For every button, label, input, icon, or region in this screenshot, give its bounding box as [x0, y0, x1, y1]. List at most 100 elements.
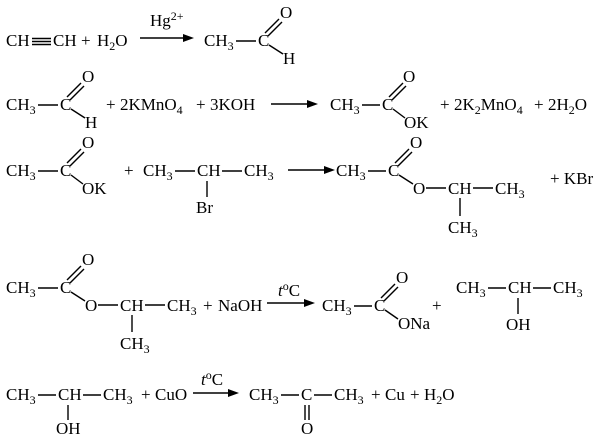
ester-ch3: CH3: [336, 161, 366, 183]
double-bond-b: [397, 151, 413, 167]
isopropyl-ch3-bottom: CH3: [120, 334, 150, 356]
oxygen-atom: O: [396, 268, 408, 287]
isopropyl-ch3-bottom: CH3: [448, 218, 478, 240]
water-h: H2O: [97, 31, 128, 53]
reaction-1: CH CH + H2O Hg2+ CH3 C O H: [6, 3, 295, 68]
double-bond-a: [66, 148, 82, 164]
oxygen-atom: O: [82, 133, 94, 152]
reaction-2: CH3 C O H + 2KMnO4 + 3KOH CH3 C O OK + 2…: [6, 67, 587, 132]
k2mno4: 2K2MnO4: [454, 95, 523, 117]
sodium-acetate-ch3: CH3: [322, 296, 352, 318]
plus-sign: +: [410, 385, 420, 404]
cuo: CuO: [155, 385, 187, 404]
isopropyl-ch: CH: [448, 179, 472, 198]
isopropanol-ch3-left: CH3: [456, 278, 486, 300]
plus-sign: +: [196, 95, 206, 114]
isopropanol-ch3-right: CH3: [553, 278, 583, 300]
kmno4: 2KMnO4: [120, 95, 183, 117]
koh: 3KOH: [210, 95, 255, 114]
arrowhead-5: [228, 389, 239, 397]
carboxyl-c: C: [60, 161, 71, 180]
double-bond-b: [69, 85, 85, 101]
bond-c-h: [268, 44, 284, 55]
oxygen-atom: O: [280, 3, 292, 22]
acetaldehyde-ch3: CH3: [6, 95, 36, 117]
hydrogen-atom: H: [283, 49, 295, 68]
acetone-c: C: [301, 385, 312, 404]
isopropyl-ch3-right: CH3: [167, 296, 197, 318]
arrowhead-1: [183, 34, 194, 42]
double-bond-a: [388, 82, 404, 98]
bond-c-o: [70, 291, 86, 302]
acetylene-ch-right: CH: [53, 31, 77, 50]
bromopropane-ch3-right: CH3: [244, 161, 274, 183]
bond-c-ok: [70, 174, 84, 185]
hydrogen-atom: H: [85, 113, 97, 132]
ester-c: C: [60, 278, 71, 297]
plus-sign: +: [81, 31, 91, 50]
ok-group: OK: [82, 179, 107, 198]
hydroxyl-group: OH: [506, 315, 531, 334]
reaction-5: CH3 CH CH3 OH + CuO toC CH3 C CH3 O + Cu…: [6, 368, 455, 437]
ester-ch3: CH3: [6, 278, 36, 300]
plus-sign: +: [124, 161, 134, 180]
bromopropane-ch3-left: CH3: [143, 161, 173, 183]
bromine-atom: Br: [196, 198, 213, 217]
carboxyl-c: C: [374, 296, 385, 315]
oxygen-atom: O: [403, 67, 415, 86]
hydroxyl-group: OH: [56, 419, 81, 437]
bond-c-ok: [392, 108, 406, 119]
double-bond-1b: [267, 21, 283, 37]
bond-c-h: [70, 108, 86, 119]
arrowhead-4: [304, 299, 315, 307]
plus-sign: +: [371, 385, 381, 404]
double-bond-a: [66, 265, 82, 281]
arrowhead-2: [307, 100, 318, 108]
double-bond-a: [380, 283, 396, 299]
isopropanol-ch: CH: [58, 385, 82, 404]
carbonyl-c: C: [60, 95, 71, 114]
plus-sign: +: [534, 95, 544, 114]
plus-sign: +: [203, 296, 213, 315]
bond-c-o: [398, 174, 414, 185]
isopropyl-ch3-right: CH3: [495, 179, 525, 201]
ester-oxygen: O: [413, 179, 425, 198]
double-bond-1a: [264, 18, 280, 34]
ester-oxygen: O: [85, 296, 97, 315]
ok-group: OK: [404, 113, 429, 132]
double-bond-b: [391, 85, 407, 101]
plus-sign: +: [106, 95, 116, 114]
ester-c: C: [388, 161, 399, 180]
plus-sign: +: [141, 385, 151, 404]
acetone-ch3-left: CH3: [249, 385, 279, 407]
acetaldehyde-ch3: CH3: [204, 31, 234, 53]
isopropanol-ch: CH: [508, 278, 532, 297]
water: H2O: [424, 385, 455, 407]
ona-group: ONa: [398, 314, 431, 333]
carbonyl-oxygen: O: [82, 250, 94, 269]
carboxyl-c: C: [382, 95, 393, 114]
isopropanol-ch3-right: CH3: [103, 385, 133, 407]
reaction-4: CH3 C O O CH CH3 CH3 + NaOH toC CH3 C O …: [6, 250, 583, 356]
bond-c-ona: [384, 309, 399, 320]
bromopropane-ch: CH: [197, 161, 221, 180]
reaction-3: CH3 C O OK + CH3 CH CH3 Br CH3 C O O CH …: [6, 133, 593, 240]
isopropanol-ch3-left: CH3: [6, 385, 36, 407]
isopropyl-ch: CH: [120, 296, 144, 315]
naoh: NaOH: [218, 296, 262, 315]
potassium-acetate-ch3: CH3: [6, 161, 36, 183]
plus-sign: +: [440, 95, 450, 114]
acetylene-ch-left: CH: [6, 31, 30, 50]
carbonyl-c: C: [258, 31, 269, 50]
temperature-condition: toC: [201, 368, 223, 389]
arrowhead-3: [324, 166, 335, 174]
double-bond-b: [69, 268, 85, 284]
kbr-product: + KBr: [550, 169, 593, 188]
water: 2H2O: [548, 95, 587, 117]
oxygen-atom: O: [82, 67, 94, 86]
acetate-ch3: CH3: [330, 95, 360, 117]
temperature-condition: toC: [278, 279, 300, 300]
double-bond-b: [383, 286, 399, 302]
double-bond-a: [394, 148, 410, 164]
